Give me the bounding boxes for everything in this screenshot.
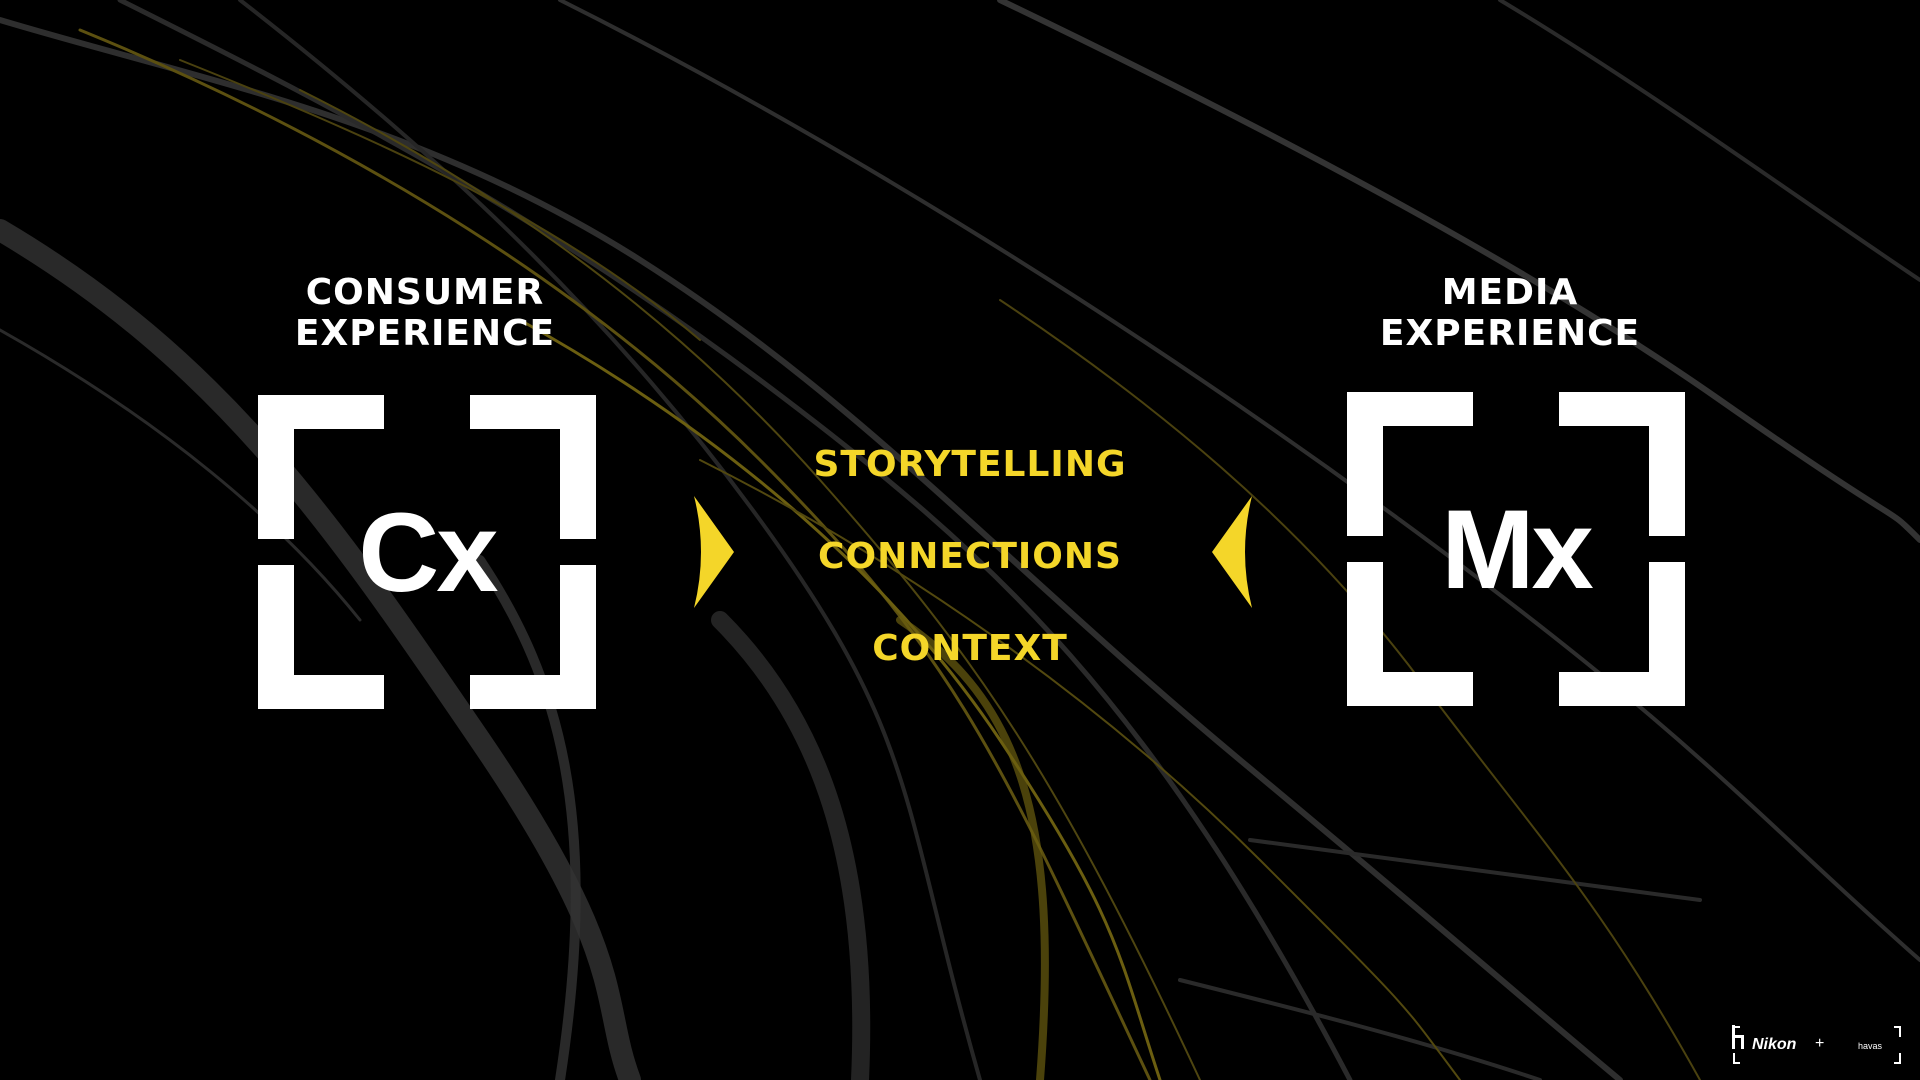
triangle-right-icon <box>694 496 734 608</box>
plus-sign: + <box>1815 1035 1825 1052</box>
heading-line: CONSUMER <box>305 272 545 313</box>
consumer-experience-heading: CONSUMER EXPERIENCE <box>215 272 635 354</box>
partner-logos: Nikon + havas <box>1732 1025 1902 1065</box>
mx-bracket-box: Mx <box>1347 392 1685 706</box>
pillar-storytelling: STORYTELLING <box>813 444 1127 485</box>
heading-line: EXPERIENCE <box>1379 313 1641 354</box>
triangle-left-icon <box>1212 496 1252 608</box>
havas-logo: havas <box>1858 1041 1883 1051</box>
heading-line: MEDIA <box>1441 272 1579 313</box>
pillar-connections: CONNECTIONS <box>818 536 1122 577</box>
cx-bracket-box: Cx <box>258 395 596 709</box>
nikon-logo: Nikon <box>1752 1036 1797 1053</box>
mx-label: Mx <box>1441 486 1594 612</box>
media-experience-heading: MEDIA EXPERIENCE <box>1300 272 1720 354</box>
cx-label: Cx <box>358 489 498 615</box>
heading-line: EXPERIENCE <box>294 313 556 354</box>
havas-h-icon <box>1732 1025 1744 1049</box>
pillar-context: CONTEXT <box>872 628 1068 669</box>
bracket-frame-icon <box>1347 392 1685 706</box>
bracket-frame-icon <box>258 395 596 709</box>
